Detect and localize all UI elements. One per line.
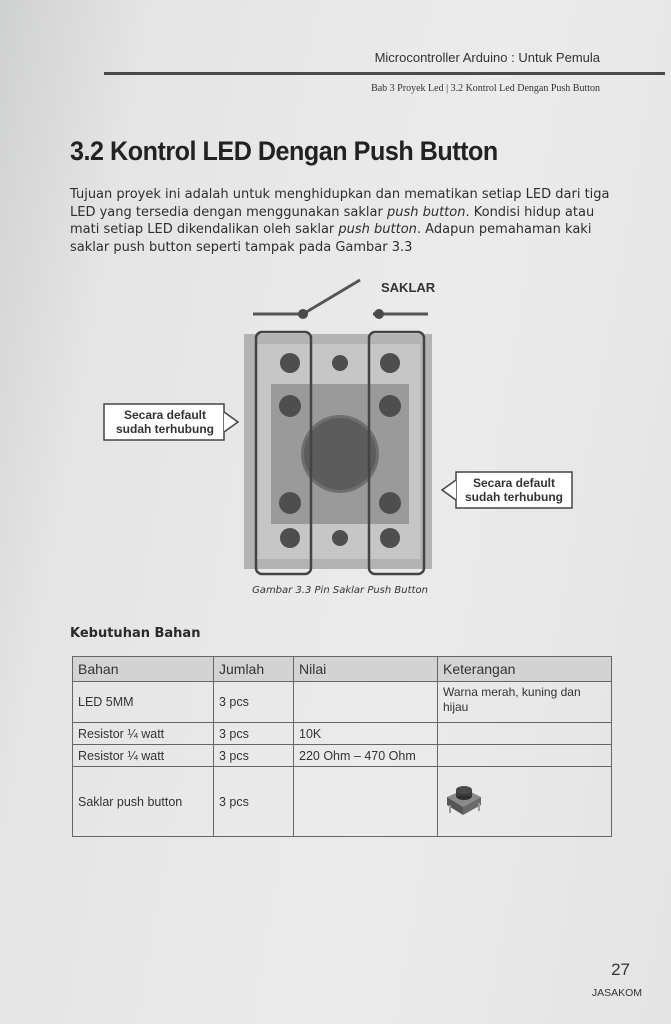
pin-lower-right [379,492,401,514]
button-pins [279,353,401,548]
cell-jumlah: 3 pcs [213,681,294,723]
cell-jumlah: 3 pcs [213,766,294,837]
breadcrumb: Bab 3 Proyek Led | 3.2 Kontrol Led Denga… [371,83,600,94]
pin-top-center [332,355,348,371]
cell-bahan: LED 5MM [72,681,214,723]
page-number: 27 [611,960,630,979]
button-cap [304,418,376,490]
callout-left: Secara default sudah terhubung [108,408,222,436]
switch-lever [302,278,361,316]
table-row: Saklar push button 3 pcs [72,766,612,837]
table-row: Resistor ¼ watt 3 pcs 220 Ohm – 470 Ohm [72,744,612,767]
callout-left-line-2: sudah terhubung [116,422,214,436]
intro-emphasis-2: push button [338,222,417,237]
cell-nilai: 10K [293,722,438,745]
intro-text-1: Tujuan proyek ini adalah untuk menghidup… [70,187,610,220]
pin-bottom-right [380,528,400,548]
pin-lower-left [279,492,301,514]
cell-keterangan: Warna merah, kuning dan hijau [437,681,612,723]
push-button-pin-diagram [103,278,573,576]
callout-right: Secara default sudah terhubung [458,476,570,504]
materials-heading: Kebutuhan Bahan [70,626,201,641]
pin-upper-left [279,395,301,417]
cell-bahan: Saklar push button [72,766,214,837]
right-pins-outline [367,330,426,576]
push-button-component-icon [447,786,481,815]
materials-table: Bahan Jumlah Nilai Keterangan LED 5MM 3 … [72,656,612,837]
cell-bahan: Resistor ¼ watt [72,744,214,767]
intro-emphasis-1: push button [386,204,466,220]
intro-text-2: . Kondisi hidup atau mati setiap LED dik… [70,204,595,238]
pin-bottom-left [280,528,300,548]
switch-label: SAKLAR [381,280,436,295]
header-bahan: Bahan [72,656,214,682]
cell-keterangan [437,722,612,745]
header-rule [104,72,665,75]
cell-keterangan-image [437,766,612,837]
pin-upper-right [379,395,401,417]
cell-keterangan [437,744,612,767]
cell-nilai: 220 Ohm – 470 Ohm [293,744,438,767]
figure-caption: Gambar 3.3 Pin Saklar Push Button [252,585,428,596]
pin-bottom-center [332,530,348,546]
switch-contact-left [298,309,308,319]
header-jumlah: Jumlah [213,656,294,682]
table-row: Resistor ¼ watt 3 pcs 10K [72,722,612,745]
table-row: LED 5MM 3 pcs Warna merah, kuning dan hi… [72,681,612,723]
header-keterangan: Keterangan [437,656,612,682]
cell-jumlah: 3 pcs [213,744,294,767]
publisher-name: JASAKOM [591,987,642,999]
pin-top-left [280,353,300,373]
pin-top-right [380,353,400,373]
intro-paragraph: Tujuan proyek ini adalah untuk menghidup… [70,186,610,256]
cell-nilai [293,766,438,837]
callout-right-line-2: sudah terhubung [465,490,563,504]
push-button-figure: SAKLAR Secara default sudah terhubung Se… [98,272,578,577]
left-pins-outline [254,330,313,576]
cell-nilai [293,681,438,723]
switch-contact-right [374,309,384,319]
callout-left-line-1: Secara default [123,408,207,422]
intro-text-3: . Adapun pemahaman kaki saklar push butt… [70,222,592,255]
callout-right-line-1: Secara default [472,476,556,490]
callout-left-box [103,403,225,441]
callout-right-pointer [440,479,457,501]
header-nilai: Nilai [293,656,438,682]
section-title: 3.2 Kontrol LED Dengan Push Button [70,136,498,166]
table-header-row: Bahan Jumlah Nilai Keterangan [72,656,612,682]
callout-left-pointer [223,411,240,433]
cell-jumlah: 3 pcs [213,722,294,745]
cell-bahan: Resistor ¼ watt [72,722,214,745]
running-title: Microcontroller Arduino : Untuk Pemula [374,50,600,65]
